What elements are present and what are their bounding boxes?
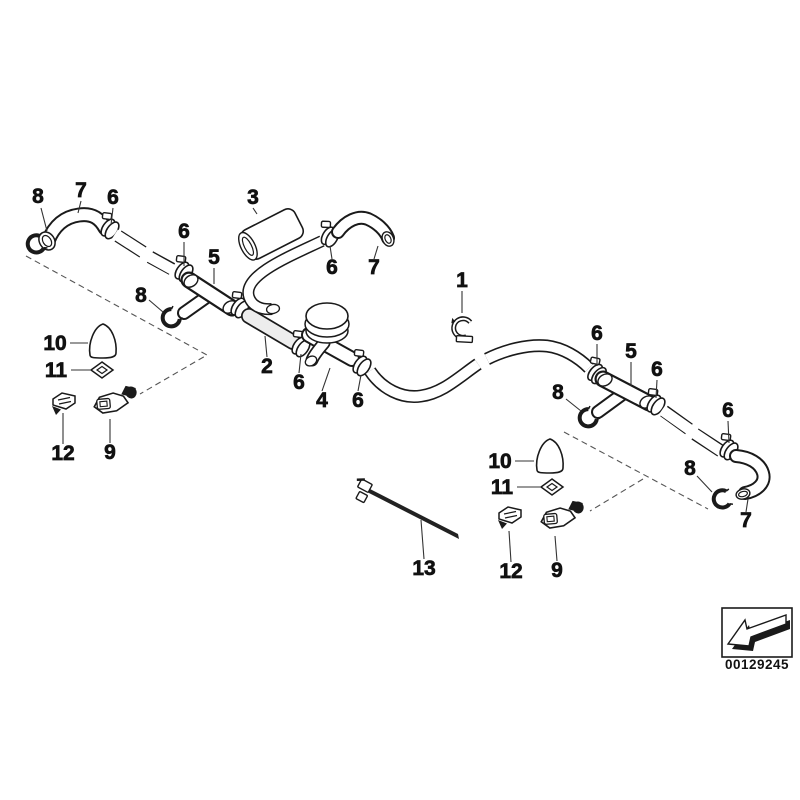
- callout-leader-line: [554, 535, 558, 562]
- part-callout-3: 3: [247, 186, 259, 209]
- callout-leader-line: [298, 353, 302, 374]
- part-callout-5: 5: [625, 340, 637, 363]
- check-valve-4: [301, 302, 360, 367]
- callout-leader-line: [420, 519, 425, 560]
- part-callout-6: 6: [326, 256, 338, 279]
- part-callout-8: 8: [552, 381, 564, 404]
- t-connector-5-left: [177, 271, 241, 320]
- hose-2: [241, 308, 301, 350]
- callout-leader-line: [148, 299, 164, 313]
- clip-12: [497, 506, 522, 530]
- part-callout-4: 4: [316, 389, 328, 412]
- part-callout-6: 6: [591, 322, 603, 345]
- part-callout-8: 8: [32, 185, 44, 208]
- part-callout-6: 6: [651, 358, 663, 381]
- part-callout-6: 6: [352, 389, 364, 412]
- part-callout-6: 6: [178, 220, 190, 243]
- washer-hose-center: [364, 339, 594, 404]
- callout-leader-line: [264, 335, 268, 358]
- clear-tube-section: [112, 229, 178, 276]
- callout-leader-line: [252, 207, 258, 215]
- nozzle-cover-10: [88, 323, 117, 359]
- part-callout-12: 12: [51, 442, 74, 465]
- callout-leader-line: [110, 207, 114, 226]
- part-callout-7: 7: [75, 179, 87, 202]
- reference-dashed-line: [589, 478, 644, 512]
- callout-leader-line: [696, 475, 713, 493]
- clear-tube-section: [658, 405, 726, 457]
- part-callout-6: 6: [107, 186, 119, 209]
- gasket-11: [90, 361, 114, 379]
- elbow-hose-7-top-right: [331, 210, 395, 247]
- elbow-hose-7-top-left: [38, 207, 113, 251]
- gasket-11: [540, 478, 564, 496]
- part-callout-12: 12: [499, 560, 522, 583]
- part-callout-11: 11: [45, 359, 68, 382]
- sleeve-3: [238, 208, 305, 261]
- part-callout-6: 6: [722, 399, 734, 422]
- elbow-hose-7-bottom-right: [729, 449, 771, 500]
- part-callout-2: 2: [261, 355, 273, 378]
- nozzle-cover-10: [535, 438, 564, 474]
- callout-leader-line: [508, 530, 512, 563]
- reference-dashed-lines: [25, 255, 709, 512]
- callout-leader-line: [727, 420, 730, 444]
- part-callout-9: 9: [104, 441, 116, 464]
- washer-hose-upper: [242, 235, 325, 316]
- part-callout-10: 10: [488, 450, 511, 473]
- callout-leader-line: [321, 367, 331, 392]
- clip-1: [451, 316, 474, 344]
- direction-arrow-icon: [726, 614, 790, 651]
- washer-jet-9: [91, 384, 139, 415]
- callout-leader-line: [77, 200, 82, 214]
- part-callout-7: 7: [740, 509, 752, 532]
- part-callout-13: 13: [412, 557, 435, 580]
- part-callout-7: 7: [368, 256, 380, 279]
- callout-leader-line: [373, 245, 379, 260]
- callout-leader-line: [745, 498, 749, 513]
- reference-dashed-line: [563, 431, 709, 510]
- part-callout-8: 8: [135, 284, 147, 307]
- image-number: 00129245: [725, 657, 789, 672]
- part-callout-8: 8: [684, 457, 696, 480]
- callout-leader-line: [357, 374, 362, 392]
- part-callout-5: 5: [208, 246, 220, 269]
- clip-12: [51, 392, 76, 416]
- stamp: 00129245: [721, 607, 793, 672]
- cable-strap-13: [355, 478, 459, 539]
- callout-leader-line: [655, 379, 658, 399]
- callout-leader-line: [329, 245, 333, 260]
- part-callout-6: 6: [293, 371, 305, 394]
- t-connector-5-right: [591, 370, 658, 419]
- part-callout-1: 1: [456, 269, 468, 292]
- callout-leader-line: [40, 207, 48, 232]
- hose-clip-8: [709, 486, 736, 512]
- part-callout-11: 11: [491, 476, 514, 499]
- part-callout-9: 9: [551, 559, 563, 582]
- part-callout-10: 10: [43, 332, 66, 355]
- callout-leader-line: [565, 398, 582, 412]
- washer-jet-9: [538, 499, 586, 530]
